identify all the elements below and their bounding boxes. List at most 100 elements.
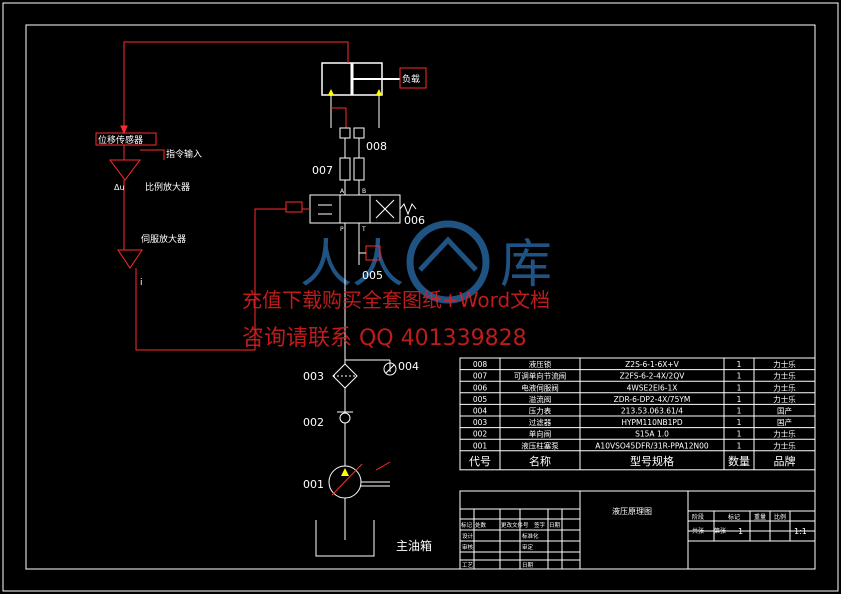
bom-cell-model: 4WSE2EI6-1X — [627, 383, 678, 392]
bom-header-brand: 品牌 — [774, 454, 796, 468]
bom-cell-name: 电液伺服阀 — [521, 382, 559, 392]
watermark-line-2: 咨询请联系 QQ 401339828 — [242, 326, 527, 351]
sensor-label: 位移传感器 — [98, 134, 143, 146]
throttle-valve-007 — [339, 157, 365, 195]
bom-cell-brand: 力士乐 — [773, 440, 796, 450]
bom-cell-brand: 国产 — [777, 417, 792, 427]
port-b: B — [362, 188, 366, 195]
bom-cell-code: 004 — [473, 407, 488, 416]
svg-text:库: 库 — [500, 235, 552, 295]
code-007: 007 — [312, 164, 333, 177]
bom-cell-code: 005 — [473, 395, 488, 404]
bom-cell-brand: 力士乐 — [773, 359, 796, 369]
code-003: 003 — [303, 370, 324, 383]
drawing-title: 液压原理图 — [612, 506, 652, 516]
title-cell-label: 标记 — [461, 521, 473, 529]
bom-cell-name: 液压柱塞泵 — [521, 440, 559, 450]
control-loop — [95, 41, 349, 351]
bom-cell-code: 006 — [473, 383, 488, 392]
logo-watermark: 人人 库 — [300, 220, 552, 304]
svg-text:人人: 人人 — [300, 235, 404, 295]
code-004: 004 — [398, 360, 419, 373]
tank-label: 主油箱 — [396, 538, 432, 553]
sheet-count: 1 — [738, 527, 743, 536]
bom-cell-qty: 1 — [737, 441, 742, 450]
title-cell-label: 共张 — [692, 527, 704, 535]
title-cell-label: 标准化 — [522, 532, 539, 540]
bom-header-name: 名称 — [529, 454, 551, 468]
bom-header-code: 代号 — [469, 455, 491, 468]
title-cell-label: 重量 — [754, 513, 766, 521]
bom-cell-model: S15A 1.0 — [635, 430, 669, 439]
title-cell-label: 标记 — [728, 513, 740, 521]
title-block-right-cells: 阶段 标记 重量比例共张 第张 — [692, 513, 786, 535]
relief-valve-005 — [358, 238, 381, 265]
port-a: A — [340, 188, 345, 195]
bom-cell-model: Z2S-6-1-6X+V — [625, 360, 680, 369]
bom-cell-brand: 力士乐 — [773, 429, 796, 439]
drawing-scale: 1:1 — [794, 527, 807, 536]
servo-amp-label: 伺服放大器 — [141, 233, 186, 245]
delta-u-label: Δu — [114, 183, 125, 192]
title-cell-label: 更改文件号 — [501, 521, 529, 529]
port-p: P — [340, 226, 344, 233]
bom-cell-brand: 力士乐 — [773, 394, 796, 404]
port-t: T — [361, 226, 366, 233]
bom-cell-name: 压力表 — [529, 406, 552, 416]
bom-cell-name: 溢流阀 — [529, 394, 552, 404]
check-valve-002 — [337, 411, 353, 424]
command-label: 指令输入 — [166, 148, 202, 160]
code-001: 001 — [303, 478, 324, 491]
bom-cell-brand: 力士乐 — [773, 371, 796, 381]
current-label: i — [140, 278, 143, 288]
bom-cell-model: A10VSO45DFR/31R-PPA12N00 — [595, 441, 709, 450]
bom-cell-name: 液压锁 — [529, 359, 552, 369]
bom-cell-model: ZDR-6-DP2-4X/75YM — [614, 395, 691, 404]
pump-001 — [328, 461, 391, 499]
amplifier-label: 比例放大器 — [145, 181, 190, 193]
bom-cell-code: 008 — [473, 360, 488, 369]
bom-table: 008 液压锁 Z2S-6-1-6X+V 1 力士乐 007 可调单向节流阀 Z2FS-6-2… — [459, 357, 816, 471]
title-cell-label: 阶段 — [692, 513, 704, 521]
bom-cell-model: HYPM110NB1PD — [621, 418, 683, 427]
bom-cell-code: 001 — [473, 441, 488, 450]
load-label: 负载 — [402, 73, 420, 85]
title-block-left-cells: 标记处数更改文件号签字日期设计标准化审核审定工艺日期 — [461, 521, 561, 569]
hydraulic-lock-008 — [339, 127, 365, 158]
oil-tank — [315, 520, 375, 557]
hydraulic-cylinder — [321, 62, 427, 128]
bom-cell-code: 007 — [473, 372, 488, 381]
title-cell-label: 日期 — [522, 562, 534, 569]
title-block — [459, 490, 816, 570]
bom-cell-qty: 1 — [737, 360, 742, 369]
bom-cell-qty: 1 — [737, 395, 742, 404]
bom-cell-qty: 1 — [737, 430, 742, 439]
bom-header-qty: 数量 — [728, 455, 750, 468]
title-cell-label: 第张 — [714, 527, 726, 535]
bom-cell-code: 002 — [473, 430, 488, 439]
title-cell-label: 处数 — [475, 521, 487, 529]
code-006: 006 — [404, 214, 425, 227]
code-005: 005 — [362, 269, 383, 282]
inner-frame — [25, 24, 816, 570]
title-cell-label: 审定 — [522, 543, 534, 551]
bom-cell-name: 可调单向节流阀 — [514, 371, 567, 381]
bom-cell-code: 003 — [473, 418, 488, 427]
bom-cell-model: Z2FS-6-2-4X/2QV — [620, 372, 686, 381]
bom-cell-model: 213.53.063.61/4 — [621, 407, 683, 416]
title-cell-label: 比例 — [774, 513, 786, 521]
pressure-gauge-004 — [383, 360, 397, 376]
bom-cell-name: 单向阀 — [529, 429, 552, 439]
bom-cell-qty: 1 — [737, 418, 742, 427]
bom-cell-name: 过滤器 — [529, 417, 552, 427]
watermark-line-1: 充值下载购买全套图纸+Word文档 — [242, 288, 551, 312]
bom-cell-qty: 1 — [737, 372, 742, 381]
title-cell-label: 签字 — [534, 521, 546, 529]
bom-cell-qty: 1 — [737, 383, 742, 392]
bom-header-model: 型号规格 — [630, 454, 674, 468]
code-008: 008 — [366, 140, 387, 153]
bom-cell-qty: 1 — [737, 407, 742, 416]
bom-cell-brand: 力士乐 — [773, 382, 796, 392]
servo-valve-006 — [285, 194, 417, 238]
